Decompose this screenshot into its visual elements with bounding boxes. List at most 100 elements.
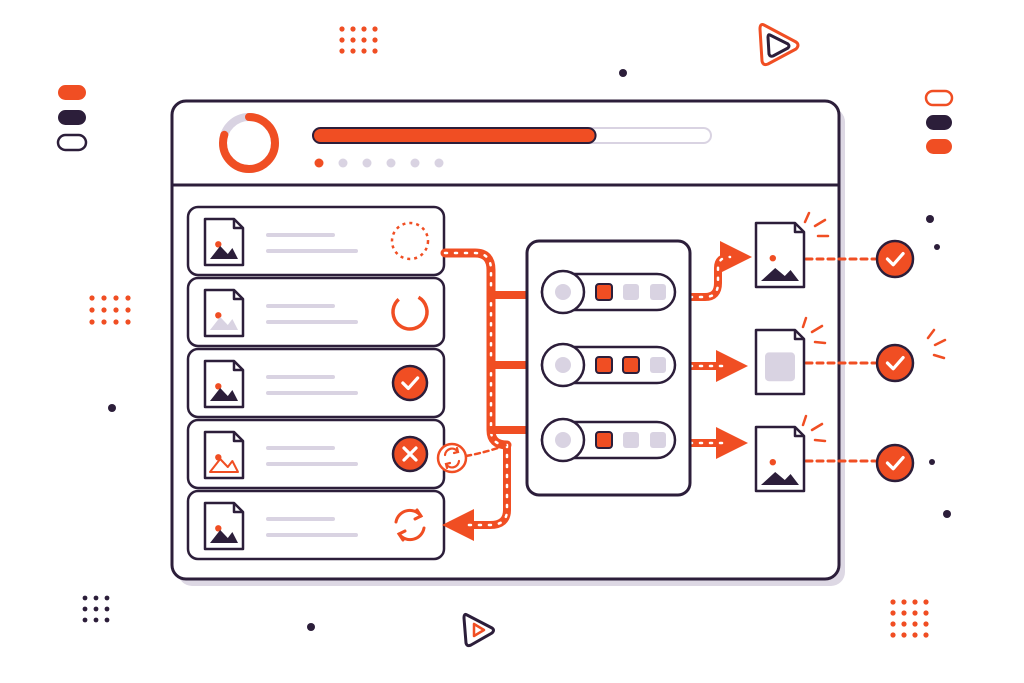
grid-dot [890, 599, 896, 605]
setting-square-off[interactable] [650, 357, 666, 373]
grid-dot [912, 599, 918, 605]
toggle-knob[interactable] [540, 417, 586, 463]
flow-connectors [440, 241, 877, 541]
grid-dot [350, 37, 356, 43]
image-file-icon [203, 430, 245, 480]
queue-list [186, 205, 446, 561]
dot-grid-left [89, 295, 131, 325]
grid-dot [923, 621, 929, 627]
image-file-icon [203, 501, 245, 551]
pill-stack-right [924, 89, 954, 154]
queue-item-processing[interactable] [186, 276, 446, 348]
grid-dot [361, 48, 367, 54]
grid-dot [339, 26, 345, 32]
grid-dot [82, 606, 88, 612]
play-triangle-icon [758, 23, 800, 67]
x-circle-icon [391, 435, 429, 473]
grid-dot [923, 610, 929, 616]
grid-dot [89, 295, 95, 301]
grid-dot [101, 307, 107, 313]
image-file-icon [203, 217, 245, 267]
queue-item-done[interactable] [186, 347, 446, 419]
output-item [754, 328, 915, 396]
grid-dot [901, 599, 907, 605]
check-circle-icon [875, 443, 915, 483]
processor-row[interactable] [540, 269, 677, 315]
grid-dot [93, 595, 99, 601]
setting-square-off[interactable] [623, 284, 639, 300]
grid-dot [372, 48, 378, 54]
pager-dot-active[interactable] [314, 158, 324, 168]
queue-item-error[interactable] [186, 418, 446, 490]
setting-square-off[interactable] [650, 432, 666, 448]
grid-dot [101, 295, 107, 301]
pager-dot[interactable] [434, 158, 444, 168]
grid-dot [912, 632, 918, 638]
blank-file-icon [754, 328, 806, 396]
background-decor [56, 23, 954, 648]
grid-dot [350, 26, 356, 32]
grid-dot [82, 617, 88, 623]
setting-square-on[interactable] [622, 356, 640, 374]
image-file-icon [203, 359, 245, 409]
grid-dot [901, 610, 907, 616]
queue-item-pending[interactable] [186, 205, 446, 277]
retry-badge[interactable] [436, 442, 468, 474]
check-circle-icon [875, 343, 915, 383]
grid-dot [89, 307, 95, 313]
header-bar [219, 113, 712, 173]
grid-dot [372, 26, 378, 32]
processor-panel [525, 239, 692, 497]
pager-dots[interactable] [314, 158, 444, 168]
image-file-icon [203, 288, 245, 338]
grid-dot [125, 295, 131, 301]
setting-square-off[interactable] [623, 432, 639, 448]
grid-dot [113, 319, 119, 325]
pager-dot[interactable] [386, 158, 396, 168]
grid-dot [912, 610, 918, 616]
play-triangle-icon [462, 612, 495, 648]
grid-dot [361, 37, 367, 43]
grid-dot [912, 621, 918, 627]
toggle-knob[interactable] [540, 342, 586, 388]
setting-square-off[interactable] [650, 284, 666, 300]
grid-dot [350, 48, 356, 54]
setting-square-on[interactable] [595, 431, 613, 449]
grid-dot [901, 621, 907, 627]
grid-dot [93, 606, 99, 612]
pager-dot[interactable] [338, 158, 348, 168]
output-item [754, 425, 915, 493]
sparkle-decor [801, 211, 947, 443]
pill-stack-left [56, 85, 88, 152]
grid-dot [93, 617, 99, 623]
grid-dot [339, 37, 345, 43]
processor-row[interactable] [540, 417, 677, 463]
grid-dot [923, 632, 929, 638]
progress-bar [312, 127, 712, 144]
grid-dot [113, 307, 119, 313]
grid-dot [890, 610, 896, 616]
refresh-icon [394, 508, 426, 542]
grid-dot [104, 617, 110, 623]
pager-dot[interactable] [362, 158, 372, 168]
pager-dot[interactable] [410, 158, 420, 168]
grid-dot [339, 48, 345, 54]
progress-ring [219, 113, 279, 173]
setting-square-on[interactable] [595, 356, 613, 374]
grid-dot [82, 595, 88, 601]
grid-dot [361, 26, 367, 32]
processor-row[interactable] [540, 342, 677, 388]
check-circle-icon [875, 239, 915, 279]
image-file-icon [754, 221, 806, 289]
grid-dot [372, 37, 378, 43]
check-circle-icon [391, 364, 429, 402]
grid-dot [923, 599, 929, 605]
output-item [754, 221, 915, 289]
toggle-knob[interactable] [540, 269, 586, 315]
grid-dot [104, 595, 110, 601]
dot-grid-bottom-left [82, 595, 110, 623]
queue-item-retrying[interactable] [186, 489, 446, 561]
setting-square-on[interactable] [595, 283, 613, 301]
grid-dot [890, 621, 896, 627]
grid-dot [901, 632, 907, 638]
